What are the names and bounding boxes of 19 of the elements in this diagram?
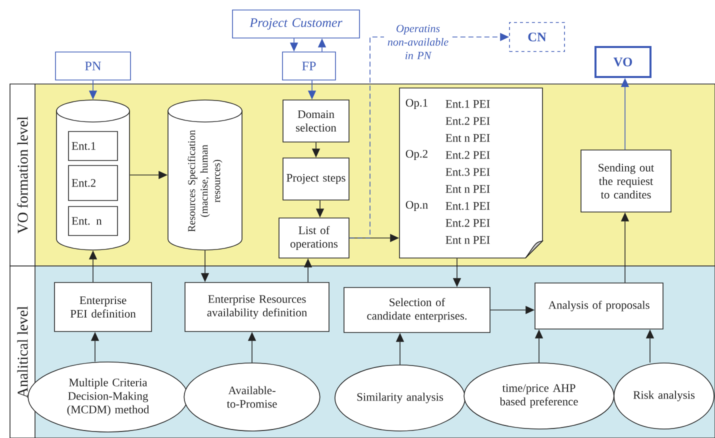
entry-box: Ent. n — [68, 206, 118, 236]
entry-box: Ent.1 — [68, 131, 118, 161]
edge-label: Operatins non-available in PN — [384, 24, 452, 60]
process-box: List of operations — [278, 218, 350, 258]
customer-box: Project Customer — [232, 10, 360, 38]
database-cylinder: Resources Specification (macnise, human resources) — [168, 100, 242, 250]
process-box: Sending out the requiest to candites — [580, 150, 672, 212]
network-box: CN — [509, 22, 565, 52]
process-box: Selection of candidate enterprises. — [344, 287, 490, 333]
network-box: PN — [55, 52, 131, 80]
process-box: Domain selection — [282, 100, 350, 142]
process-box: Project steps — [282, 158, 350, 200]
node-label: Multiple Criteria Decision-Making (MCDM) method — [67, 378, 150, 416]
process-box: Enterprise Resources availability definition — [184, 282, 330, 332]
entry-box: Ent.2 — [68, 165, 118, 201]
process-box: Enterprise PEI definition — [54, 282, 152, 332]
process-box: FP — [282, 52, 336, 80]
process-box: Analysis of proposals — [534, 282, 664, 330]
result-box: VO — [594, 46, 652, 78]
